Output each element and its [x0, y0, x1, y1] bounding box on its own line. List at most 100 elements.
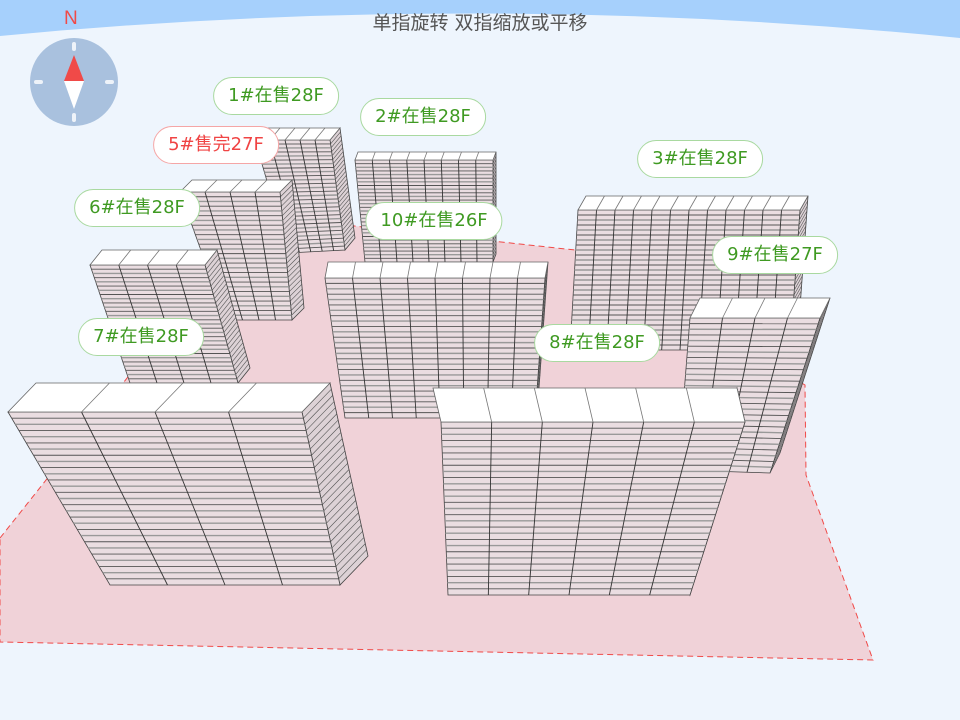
building-label[interactable]: 8#在售28F: [534, 324, 660, 362]
roof-line: [352, 261, 356, 279]
floor-line: [344, 233, 355, 247]
floor-line: [777, 429, 788, 451]
floor-line: [342, 222, 354, 235]
floor-line: [337, 182, 348, 196]
floor-line: [775, 435, 786, 456]
floor-line: [304, 395, 333, 425]
unit-line: [608, 421, 645, 596]
floor-line: [316, 450, 346, 481]
building-label[interactable]: 1#在售28F: [213, 77, 339, 115]
floor-line: [492, 188, 497, 197]
floor-line: [287, 265, 301, 278]
unit-line: [649, 421, 695, 596]
roof-line: [154, 382, 184, 413]
floor-line: [290, 298, 304, 311]
compass[interactable]: [30, 38, 118, 126]
north-label: N: [64, 8, 78, 29]
floor-line: [331, 518, 361, 549]
unit-line: [679, 209, 690, 351]
building-label[interactable]: 3#在售28F: [637, 140, 763, 178]
roof-line: [314, 127, 326, 141]
roof-line: [688, 195, 698, 211]
floor-line: [492, 173, 497, 182]
floor-line: [798, 210, 808, 226]
floor-line: [336, 174, 347, 188]
roof-line: [685, 387, 695, 423]
building-label[interactable]: 6#在售28F: [74, 189, 200, 227]
roof-line: [389, 151, 393, 161]
roof-line: [489, 261, 494, 279]
floor-line: [281, 198, 294, 212]
floor-line: [812, 320, 823, 342]
floor-line: [289, 284, 302, 297]
floor-line: [784, 406, 796, 428]
floor-line: [230, 342, 244, 358]
roof-line: [635, 387, 645, 423]
roof-line: [371, 151, 376, 161]
roof-line: [596, 195, 605, 211]
roof-line: [483, 387, 493, 423]
floor-line: [793, 378, 805, 399]
floor-line: [263, 167, 334, 169]
floor-line: [492, 250, 497, 259]
building-label[interactable]: 10#在售26F: [365, 202, 503, 240]
roof-line: [229, 179, 243, 193]
building[interactable]: [432, 386, 746, 597]
floor-line: [207, 258, 220, 274]
floor-line: [281, 194, 294, 207]
unit-line: [229, 191, 260, 321]
floor-line: [786, 401, 797, 422]
floor-line: [231, 346, 245, 363]
sky: [0, 0, 960, 38]
floor-line: [285, 236, 298, 250]
roof-line: [725, 195, 735, 211]
floor-line: [339, 202, 351, 215]
floor-line: [338, 190, 349, 204]
building-label[interactable]: 7#在售28F: [78, 318, 204, 356]
floor-line: [284, 227, 297, 240]
roof-line: [462, 261, 466, 279]
floor-line: [331, 143, 343, 156]
building-label[interactable]: 5#售完27F: [153, 126, 279, 164]
roof-line: [228, 382, 257, 413]
floor-line: [227, 329, 240, 346]
floor-line: [282, 212, 296, 226]
floor-line: [305, 401, 335, 431]
floor-line: [492, 159, 497, 168]
unit-line: [284, 139, 312, 252]
floor-line: [205, 254, 219, 270]
building-label[interactable]: 2#在售28F: [360, 98, 486, 136]
floor-line: [286, 255, 300, 269]
floor-line: [343, 229, 355, 243]
floor-line: [290, 293, 303, 306]
floor-line: [213, 279, 226, 295]
floor-line: [782, 412, 794, 433]
floor-line: [797, 366, 809, 388]
gesture-hint: 单指旋转 双指缩放或平移: [372, 12, 588, 34]
roof-line: [204, 179, 218, 193]
roof-line: [458, 151, 462, 161]
floor-line: [210, 270, 224, 287]
building-label[interactable]: 9#在售27F: [712, 236, 838, 274]
roof-line: [406, 151, 411, 161]
floor-line: [817, 303, 829, 324]
floor-line: [312, 432, 342, 462]
floor-line: [492, 170, 497, 179]
floor-line: [334, 159, 345, 172]
building[interactable]: [254, 127, 356, 254]
floor-line: [337, 543, 366, 573]
floor-line: [492, 155, 497, 164]
floor-line: [339, 198, 350, 211]
floor-line: [308, 413, 338, 444]
floor-line: [223, 317, 237, 333]
building[interactable]: [7, 382, 369, 586]
roof-line: [517, 261, 521, 279]
unit-line: [204, 191, 243, 321]
floor-line: [220, 304, 233, 320]
floor-line: [326, 494, 355, 524]
roof-line: [147, 249, 160, 266]
floor-line: [328, 506, 358, 536]
floor-line: [795, 372, 807, 393]
floor-line: [284, 231, 298, 245]
floor-line: [806, 338, 818, 359]
